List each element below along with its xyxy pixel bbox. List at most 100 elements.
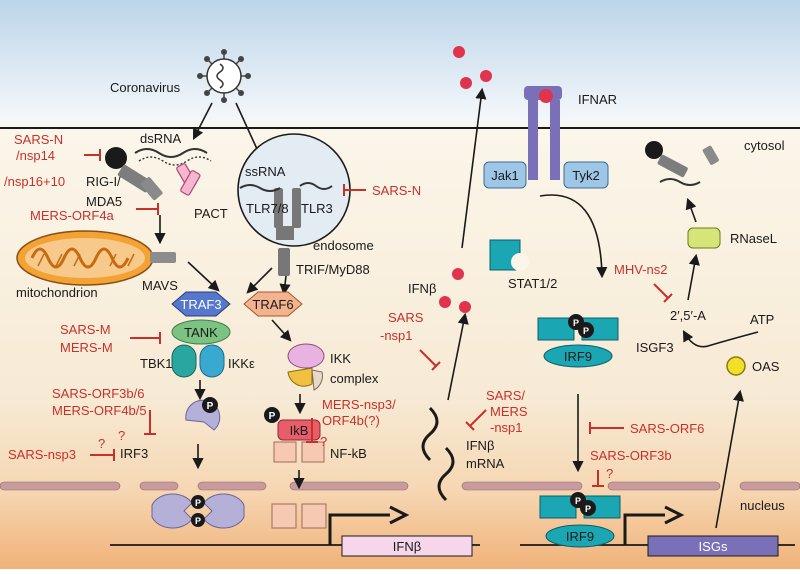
isgf3-label: ISGF3 <box>636 340 674 355</box>
irf9-nuclear-label: IRF9 <box>566 529 594 544</box>
traf3-protein <box>171 291 231 317</box>
phospho-icon <box>202 397 218 413</box>
ifnb-mrna-label-1: IFNβ <box>466 438 494 453</box>
mda5-label: MDA5 <box>86 194 122 209</box>
phospho-label-3: P <box>195 516 201 526</box>
jak1-protein <box>483 161 527 189</box>
inh-mers-orf4a: MERS-ORF4a <box>30 208 115 223</box>
ifnar-label: IFNAR <box>578 92 617 107</box>
inh-nsp16: /nsp16+10 <box>4 174 65 189</box>
nfkb-label: NF-kB <box>330 446 367 461</box>
ikke-protein <box>199 344 225 378</box>
tlr3-label: TLR3 <box>301 201 333 216</box>
arrow-traf6-ikk <box>271 319 292 342</box>
nuclear-envelope <box>0 481 800 491</box>
jak1-label: Jak1 <box>491 168 518 183</box>
pact-protein <box>176 163 201 196</box>
isg-promoter-arrow <box>664 505 685 525</box>
cytosol-label: cytosol <box>744 138 785 153</box>
oligo-label: 2′,5′-A <box>670 308 706 323</box>
isgf3-complex <box>537 314 619 368</box>
inh-nsp14: /nsp14 <box>16 148 55 163</box>
ssrna-label: ssRNA <box>245 164 286 179</box>
arrow-virus-dsrna <box>192 102 213 140</box>
inh-mers-b: MERS <box>490 404 528 419</box>
complex-label: complex <box>330 371 379 386</box>
inh-mhv-ns2: MHV-ns2 <box>614 262 667 277</box>
tlr78-label: TLR7/8 <box>246 201 289 216</box>
mitochondrion-icon <box>16 230 154 286</box>
inh-mers-m: MERS-M <box>60 340 113 355</box>
oas-label: OAS <box>752 359 780 374</box>
oas-protein <box>726 356 746 376</box>
ifnb-gene <box>341 535 473 557</box>
phospho-icon-ikb <box>264 407 280 423</box>
irf3-dimer <box>151 493 245 529</box>
inh-sars-n-2: SARS-N <box>372 183 421 198</box>
ifnb-gene-label: IFNβ <box>393 539 421 554</box>
arrow-isgs-oas <box>715 389 744 529</box>
phospho-label-n1: P <box>575 496 581 506</box>
ifnb-mrna <box>421 406 455 502</box>
ikb-protein <box>277 419 321 441</box>
mavs-label: MAVS <box>142 278 178 293</box>
endosome-label: endosome <box>313 238 374 253</box>
ifnb-promoter <box>328 513 390 545</box>
arrow-trif-traf6 <box>279 275 291 296</box>
traf3-label: TRAF3 <box>180 297 221 312</box>
rigi-label: RIG-I/ <box>86 174 121 189</box>
inhibitor-bars <box>84 149 673 487</box>
arrow-atp-25a <box>682 330 759 348</box>
inh-sars-nsp3: SARS-nsp3 <box>8 447 76 462</box>
phospho-label-n2: P <box>585 504 591 514</box>
traf6-label: TRAF6 <box>252 297 293 312</box>
coronavirus-icon <box>197 49 251 103</box>
traf6-protein <box>243 291 303 317</box>
rnasel-target <box>645 141 719 186</box>
pact-label: PACT <box>194 206 228 221</box>
inh-mers-nsp3: MERS-nsp3/ <box>322 397 396 412</box>
ifnb-promoter-arrow <box>389 505 410 525</box>
mavs-protein <box>150 252 176 263</box>
phospho-label-ikb: P <box>269 411 276 422</box>
inh-orf4b: ORF4b(?) <box>322 413 380 428</box>
coronavirus-label: Coronavirus <box>110 80 181 95</box>
inh-nsp1-a: -nsp1 <box>380 328 413 343</box>
stat-pocket <box>511 253 529 271</box>
inh-sars-a: SARS <box>388 310 424 325</box>
arrow-trif-traf3 <box>246 267 273 294</box>
irf9-label: IRF9 <box>564 349 592 364</box>
isgs-gene <box>647 535 779 557</box>
irf3-label: IRF3 <box>120 446 148 461</box>
rnasel-label: RNaseL <box>730 231 777 246</box>
question-mark-2: ? <box>98 436 105 451</box>
question-mark-4: ? <box>606 466 613 481</box>
mitochondrion-label: mitochondrion <box>16 285 98 300</box>
tank-protein <box>171 319 231 345</box>
stat-label: STAT1/2 <box>508 276 557 291</box>
isgf3-nuclear <box>539 492 621 548</box>
endosome-icon <box>237 133 351 276</box>
arrow-ifnb-out <box>461 87 487 249</box>
dsrna-strand <box>134 148 208 158</box>
phospho-label-isgf3a: P <box>573 318 579 328</box>
tbk1-protein <box>171 344 197 378</box>
arrow-jak-stat <box>539 194 608 279</box>
isgs-label: ISGs <box>699 539 728 554</box>
ikk-label: IKK <box>330 351 351 366</box>
tyk2-protein <box>563 161 609 189</box>
inh-sars-mers: SARS/ <box>486 388 525 403</box>
arrow-rnasel-out <box>685 197 697 223</box>
question-mark-3: ? <box>320 434 327 449</box>
isg-promoter <box>623 513 665 545</box>
atp-label: ATP <box>750 312 774 327</box>
rigi-receptor <box>105 147 163 201</box>
tyk2-label: Tyk2 <box>572 168 599 183</box>
question-mark-1: ? <box>118 428 125 443</box>
tank-label: TANK <box>184 325 218 340</box>
inh-nsp1-b: -nsp1 <box>490 420 523 435</box>
inh-sars-n-1: SARS-N <box>14 132 63 147</box>
